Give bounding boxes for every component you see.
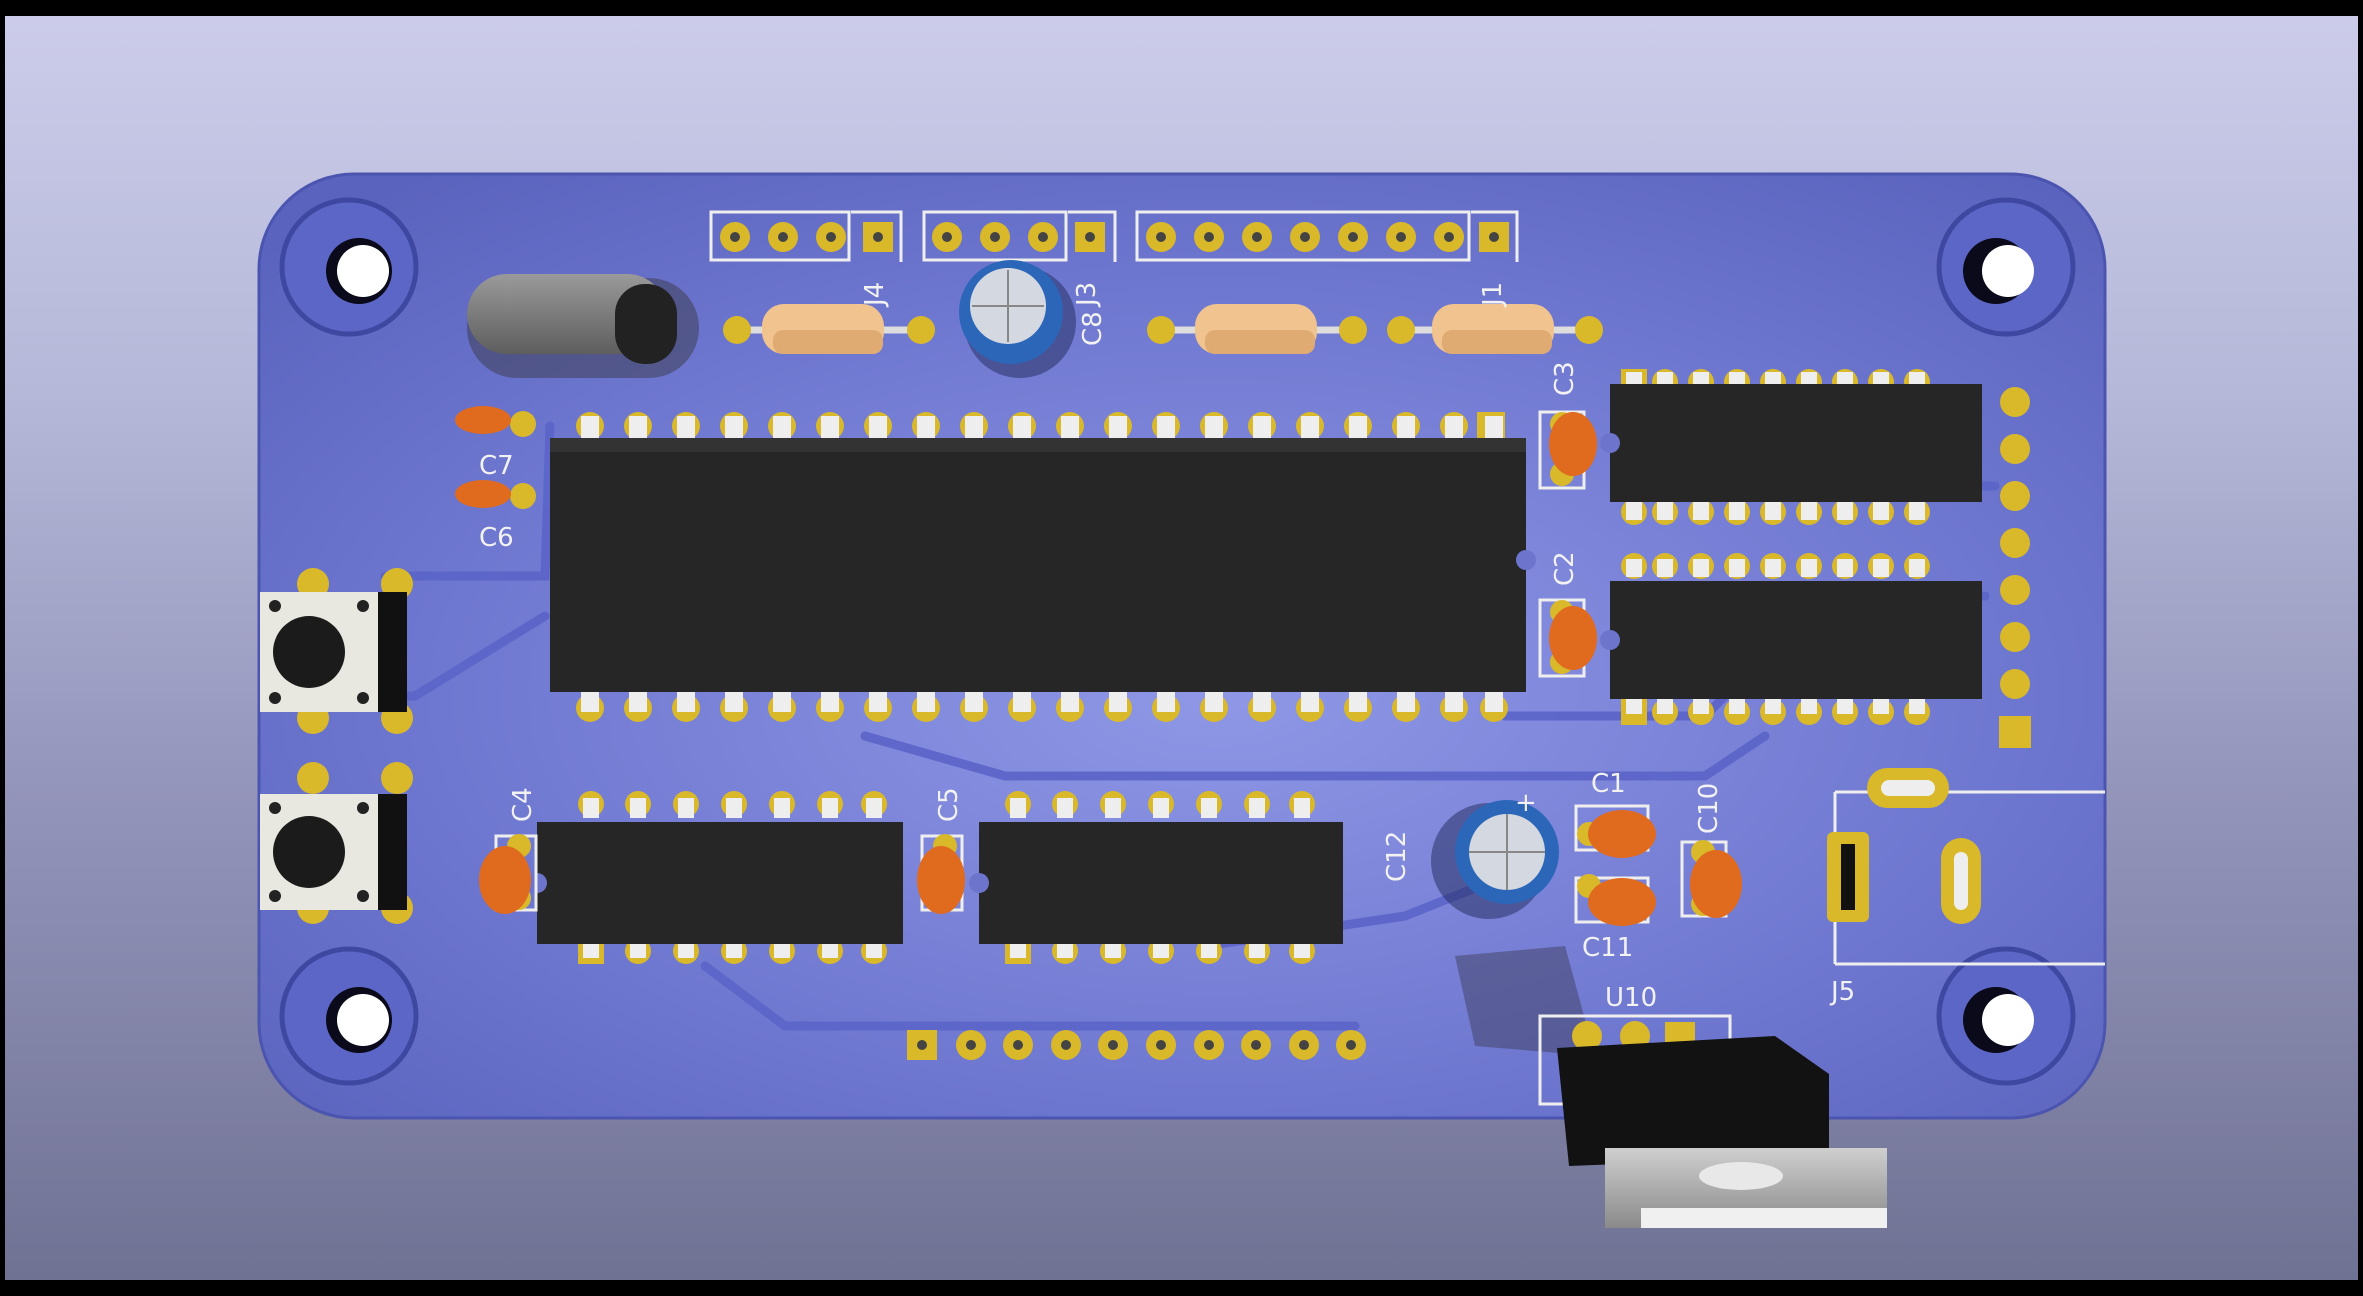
mounting-holes	[279, 197, 2076, 1086]
resistor-3	[1387, 304, 1603, 354]
capacitor-c3	[1538, 410, 1597, 490]
label-j4: J4	[860, 282, 890, 308]
label-c1: C1	[1591, 769, 1626, 799]
capacitor-c7	[455, 406, 536, 437]
voltage-regulator-u10	[1455, 946, 1887, 1228]
ic-dip16-lower	[1600, 553, 1982, 725]
label-c4: C4	[508, 787, 538, 822]
capacitor-c6	[455, 480, 536, 509]
label-c3: C3	[1550, 361, 1580, 396]
push-button-1	[260, 568, 413, 734]
resistor-1	[723, 304, 935, 354]
label-c8: C8	[1078, 311, 1108, 346]
svg-text:+: +	[1515, 788, 1537, 818]
label-c12: C12	[1382, 831, 1412, 882]
header-right-vertical	[1999, 387, 2031, 748]
3d-viewer-canvas[interactable]: + J4 J3 J1 C8 C3 C2 C7 C6 C4 C5 C12 C1 C…	[5, 16, 2358, 1280]
capacitor-c11	[1574, 874, 1656, 926]
capacitor-c10	[1680, 840, 1742, 918]
header-j4	[709, 210, 903, 262]
capacitor-c8	[959, 260, 1076, 378]
mounting-hole-tr	[1936, 197, 2076, 337]
capacitor-c4	[479, 834, 538, 914]
resistor-2	[1147, 304, 1367, 354]
mounting-hole-br	[1936, 946, 2076, 1086]
crystal-oscillator	[467, 274, 699, 378]
header-bottom	[907, 1030, 1366, 1060]
label-c6: C6	[479, 523, 514, 553]
push-button-2	[260, 762, 413, 924]
capacitor-c5	[917, 834, 965, 914]
ic-dip40	[550, 412, 1536, 722]
capacitor-c1	[1574, 804, 1656, 858]
label-c5: C5	[934, 787, 964, 822]
label-c11: C11	[1582, 933, 1633, 963]
mounting-hole-bl	[279, 946, 419, 1086]
label-c7: C7	[479, 451, 514, 481]
power-jack-j5	[1827, 768, 2105, 966]
label-j1: J1	[1478, 282, 1508, 308]
capacitor-c12: +	[1431, 788, 1559, 919]
pcb-3d-render: + J4 J3 J1 C8 C3 C2 C7 C6 C4 C5 C12 C1 C…	[257, 172, 2107, 1228]
label-j3: J3	[1072, 282, 1102, 308]
ic-dip14-right	[969, 791, 1343, 964]
header-j1	[1135, 210, 1519, 262]
ic-dip16-upper	[1600, 369, 1982, 525]
label-c2: C2	[1550, 551, 1580, 586]
header-j3	[922, 210, 1117, 262]
label-j5: J5	[1829, 977, 1855, 1007]
mounting-hole-tl	[279, 197, 419, 337]
ic-dip14-left	[527, 791, 903, 964]
label-c10: C10	[1694, 783, 1724, 834]
capacitor-c2	[1538, 598, 1597, 678]
label-u10: U10	[1605, 983, 1657, 1013]
